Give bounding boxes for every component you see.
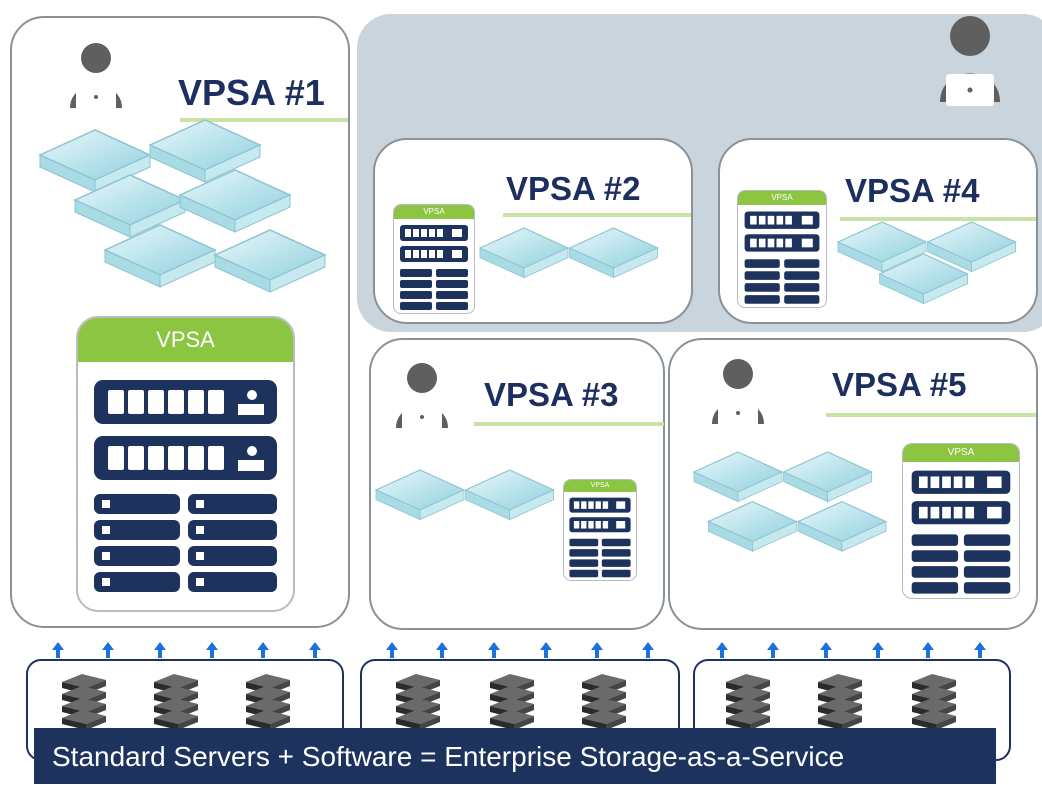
card-header: VPSA [738, 191, 826, 205]
storage-tiles [479, 227, 659, 279]
user-laptop-icon [70, 43, 122, 110]
title-underline [180, 118, 348, 122]
footer-caption: Standard Servers + Software = Enterprise… [52, 741, 845, 772]
vpsa-controller-icon [400, 225, 468, 310]
panel-title: VPSA #2 [506, 170, 641, 207]
panel-title: VPSA #1 [178, 72, 325, 113]
vpsa-controller-icon [911, 470, 1011, 594]
vpsa-controller-icon [744, 211, 820, 304]
panel-title: VPSA #3 [484, 376, 619, 413]
title-underline [503, 213, 691, 217]
title-underline [826, 413, 1036, 417]
vpsa-controller-card: VPSA [902, 443, 1020, 599]
vpsa-controller-card: VPSA [563, 479, 637, 581]
up-arrow-icon [52, 642, 986, 658]
storage-tiles [693, 451, 887, 552]
storage-tiles [837, 221, 1017, 305]
vpsa-controller-icon [94, 380, 277, 592]
storage-tiles [39, 119, 326, 293]
server-stack-icon [62, 674, 956, 730]
user-laptop-icon [396, 363, 448, 430]
storage-tiles [375, 469, 555, 521]
card-header: VPSA [394, 205, 474, 219]
vpsa-controller-card: VPSA [76, 316, 295, 612]
footer-banner: Standard Servers + Software = Enterprise… [34, 728, 996, 784]
card-header: VPSA [903, 444, 1019, 462]
card-header: VPSA [564, 480, 636, 492]
panel-title: VPSA #4 [845, 172, 980, 209]
vpsa-controller-card: VPSA [737, 190, 827, 308]
title-underline [840, 217, 1036, 221]
user-laptop-icon [712, 359, 764, 426]
server-layer [26, 642, 1011, 761]
user-laptop-icon [940, 16, 1000, 106]
card-header: VPSA [78, 318, 293, 362]
vpsa-controller-icon [569, 497, 631, 578]
panel-title: VPSA #5 [832, 366, 967, 403]
vpsa-controller-card: VPSA [393, 204, 475, 314]
title-underline [474, 422, 664, 426]
